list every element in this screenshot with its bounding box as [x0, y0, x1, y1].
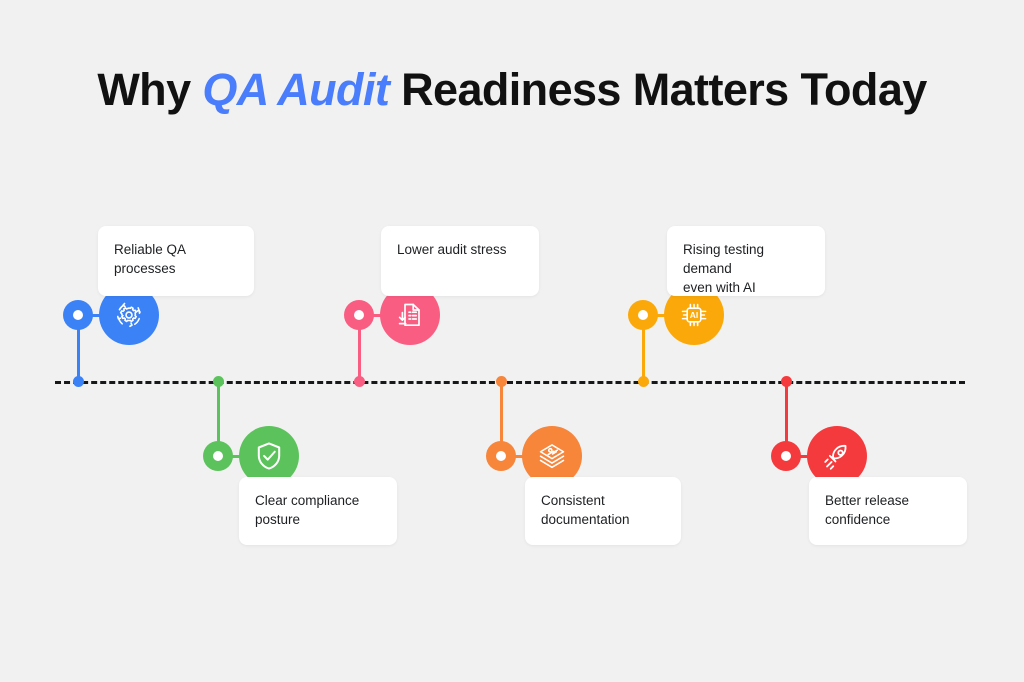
connector-stem	[77, 315, 80, 381]
connector-stem	[642, 315, 645, 381]
label-card: Consistent documentation	[525, 477, 681, 545]
label-text: Consistent documentation	[541, 493, 630, 527]
ai-chip-icon: AI	[681, 303, 707, 327]
shield-check-icon	[257, 442, 281, 470]
title-accent: QA Audit	[202, 64, 390, 115]
label-text: Lower audit stress	[397, 242, 507, 257]
connector-stem	[358, 315, 361, 381]
label-card: Clear compliance posture	[239, 477, 397, 545]
label-text: Clear compliance posture	[255, 493, 360, 527]
timeline-node[interactable]	[63, 300, 93, 330]
title-suffix: Readiness Matters Today	[389, 64, 927, 115]
label-card: Reliable QA processes	[98, 226, 254, 296]
title-prefix: Why	[97, 64, 203, 115]
label-text: Rising testing demand even with AI	[683, 242, 765, 295]
gear-orbit-icon	[116, 302, 141, 328]
rocket-icon	[824, 444, 847, 470]
connector-stem	[500, 381, 503, 447]
label-text: Better release confidence	[825, 493, 910, 527]
label-card: Better release confidence	[809, 477, 967, 545]
timeline-node[interactable]	[771, 441, 801, 471]
timeline-axis	[55, 381, 965, 384]
icon-bubble[interactable]	[239, 426, 299, 486]
timeline-node[interactable]	[486, 441, 516, 471]
timeline-node[interactable]	[344, 300, 374, 330]
connector-stem	[217, 381, 220, 447]
axis-dot	[638, 376, 649, 387]
axis-dot	[73, 376, 84, 387]
icon-bubble[interactable]	[807, 426, 867, 486]
document-download-icon	[398, 303, 420, 327]
icon-bubble[interactable]	[522, 426, 582, 486]
timeline-node[interactable]	[203, 441, 233, 471]
label-card: Rising testing demand even with AI	[667, 226, 825, 296]
label-card: Lower audit stress	[381, 226, 539, 296]
timeline-node[interactable]	[628, 300, 658, 330]
page-title: Why QA Audit Readiness Matters Today	[0, 64, 1024, 116]
connector-stem	[785, 381, 788, 447]
document-stack-icon	[539, 444, 565, 469]
svg-text:AI: AI	[690, 310, 699, 320]
axis-dot	[354, 376, 365, 387]
label-text: Reliable QA processes	[114, 242, 186, 276]
